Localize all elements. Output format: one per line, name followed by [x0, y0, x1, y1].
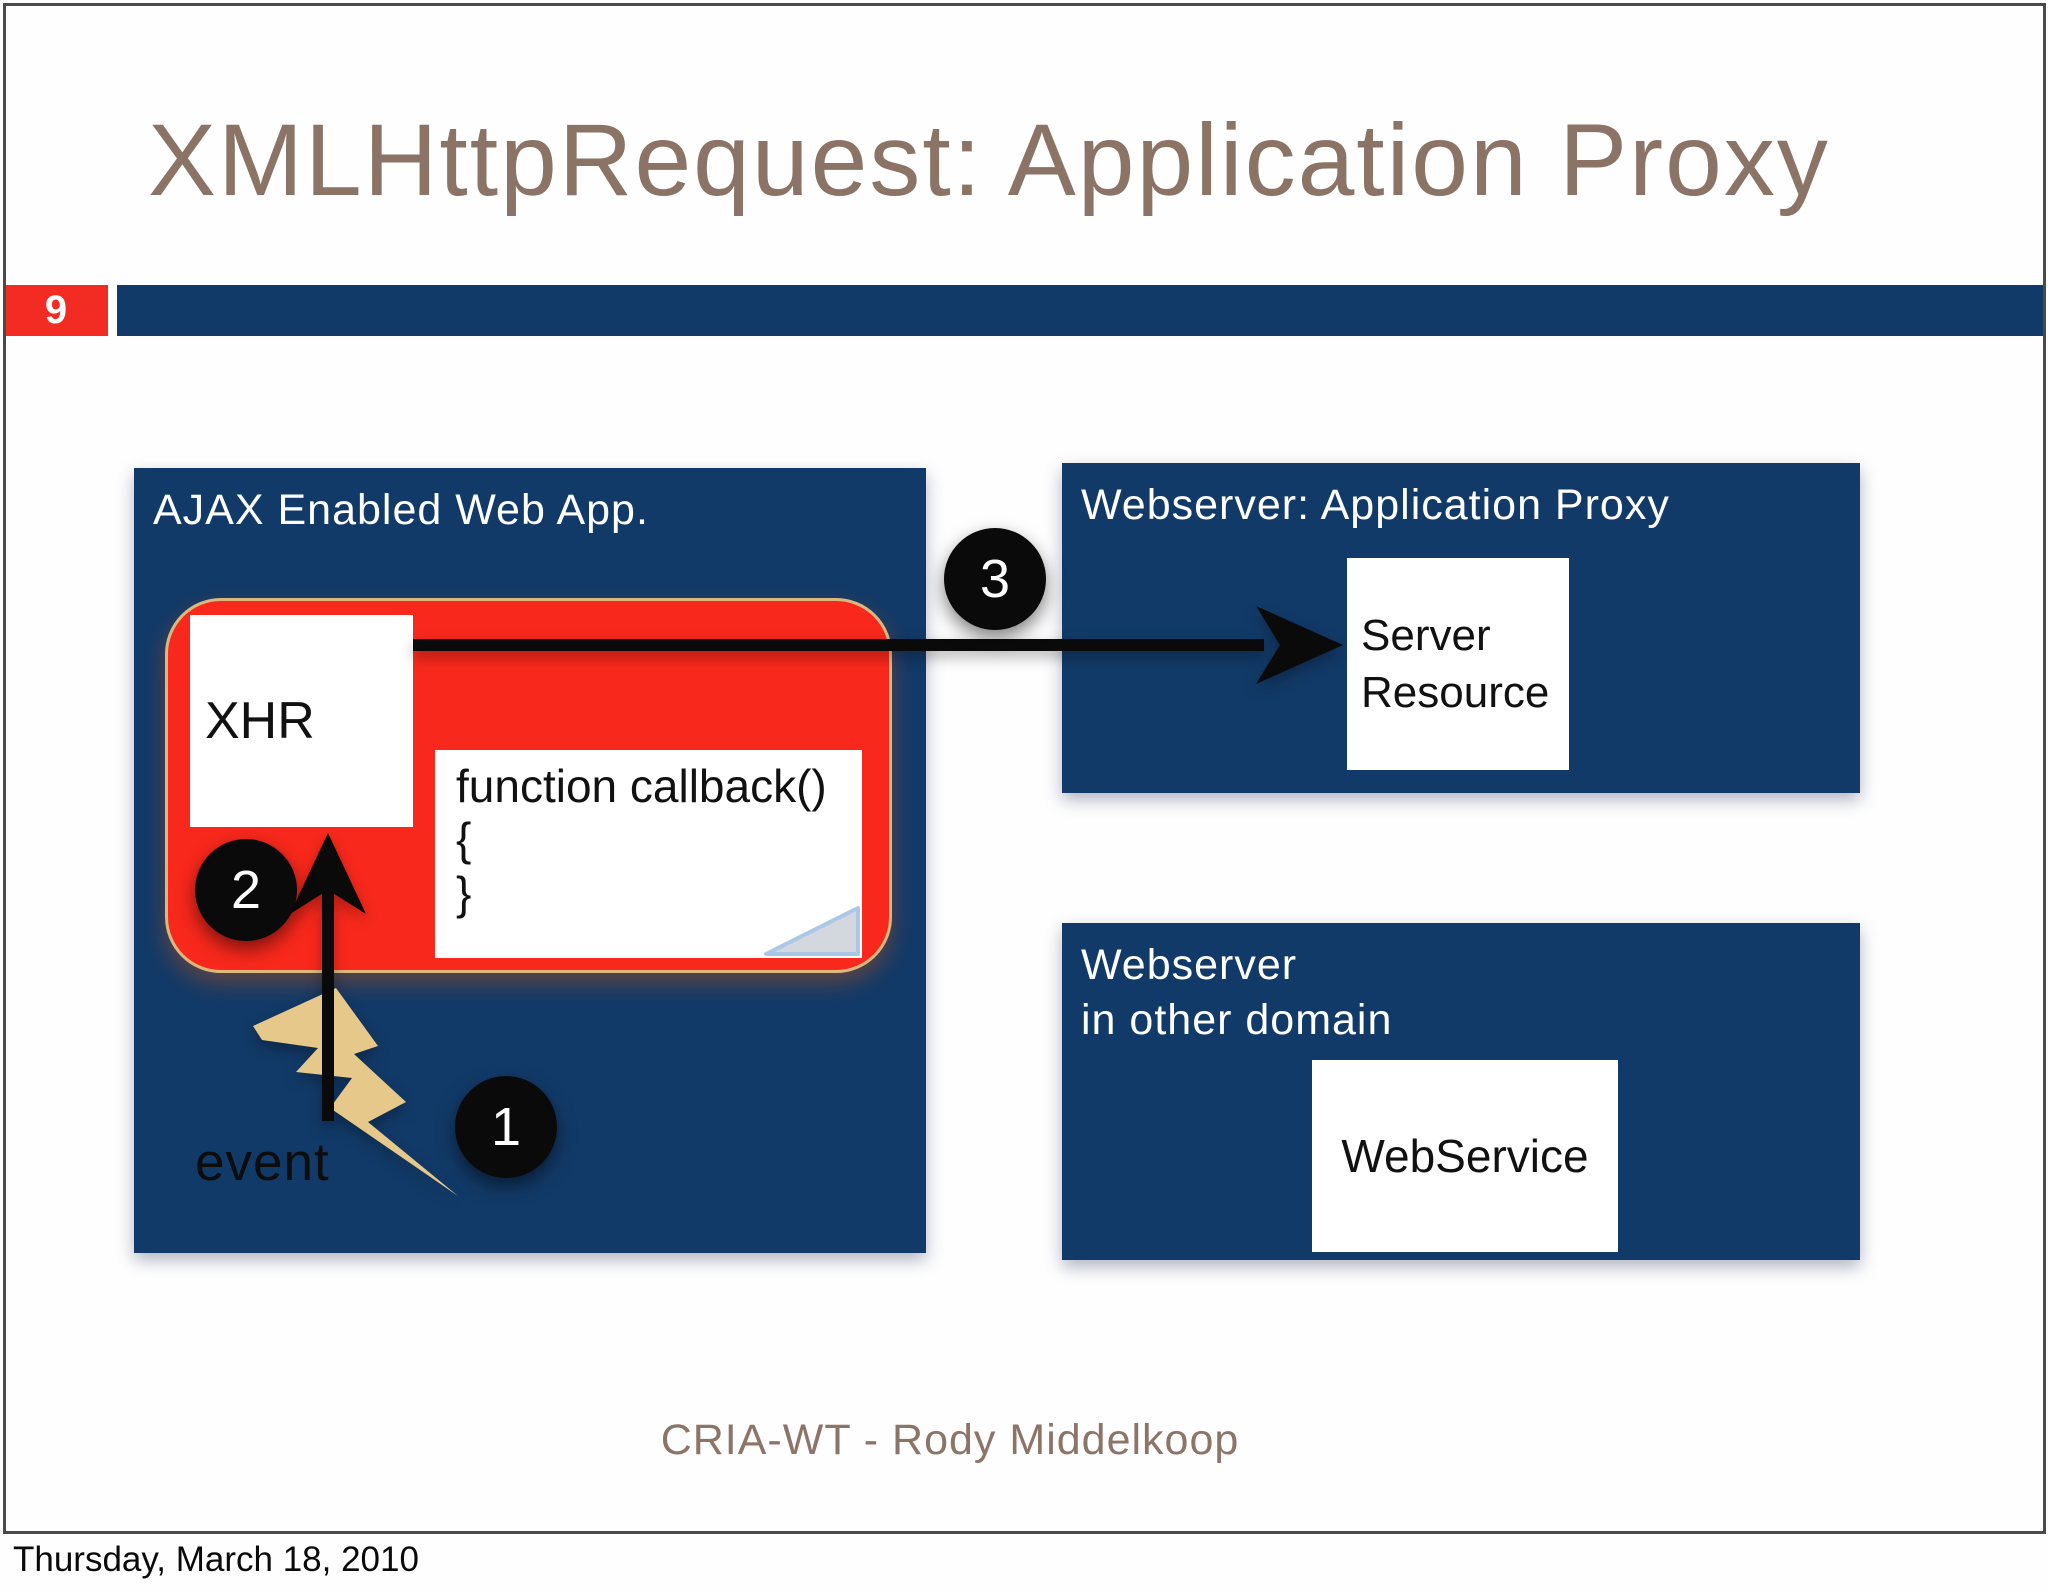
step-1-label: 1: [490, 1097, 522, 1157]
server-resource-line2: Resource: [1361, 668, 1550, 717]
lightning-bolt-icon: [253, 988, 458, 1196]
step-2-label: 2: [230, 860, 262, 920]
date-text: Thursday, March 18, 2010: [13, 1540, 419, 1579]
application-proxy-title: Webserver: Application Proxy: [1081, 481, 1670, 529]
footer-credit: CRIA-WT - Rody Middelkoop: [660, 1416, 1240, 1464]
ajax-box-title: AJAX Enabled Web App.: [153, 486, 649, 534]
webservice-label: WebService: [1341, 1130, 1589, 1182]
slide-number: 9: [44, 288, 68, 332]
xhr-box: XHR: [190, 615, 413, 827]
callback-box: function callback() { }: [435, 750, 862, 958]
callback-open-brace: {: [456, 813, 472, 866]
server-resource-line1: Server: [1361, 610, 1491, 660]
step-circle-1: 1: [455, 1076, 557, 1178]
callback-close-brace: }: [456, 866, 472, 919]
step-circle-3: 3: [944, 528, 1046, 630]
page-curl-icon: [764, 906, 860, 956]
step-circle-2: 2: [195, 839, 297, 941]
other-domain-title-line2: in other domain: [1081, 996, 1393, 1045]
webservice-box: WebService: [1312, 1060, 1618, 1252]
page-title: XMLHttpRequest: Application Proxy: [148, 103, 1830, 217]
other-domain-title: Webserver in other domain: [1062, 923, 1860, 1048]
other-domain-title-line1: Webserver: [1081, 941, 1298, 989]
slide-number-badge: 9: [4, 285, 108, 336]
xhr-label: XHR: [205, 692, 315, 750]
server-resource-box: Server Resource: [1347, 558, 1569, 770]
callback-signature: function callback(): [456, 760, 827, 812]
xhr-to-server-arrowhead: [1256, 606, 1343, 684]
header-bar: [117, 285, 2046, 336]
step-3-label: 3: [979, 549, 1011, 609]
event-label: event: [195, 1133, 330, 1192]
event-to-xhr-arrowhead: [290, 833, 366, 914]
